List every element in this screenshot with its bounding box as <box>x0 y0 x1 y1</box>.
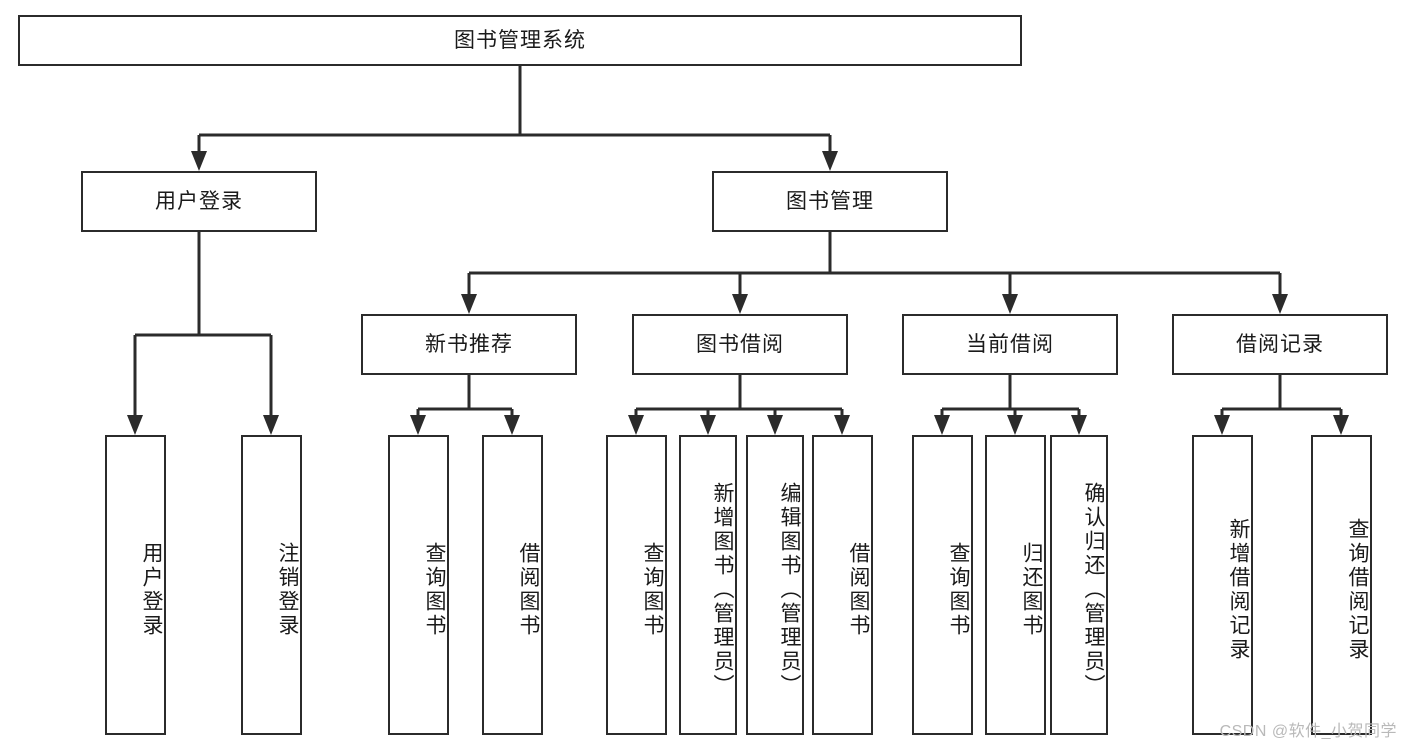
node-leaf-return-book[interactable]: 归还图书 <box>985 435 1046 735</box>
node-book-manage[interactable]: 图书管理 <box>712 171 948 232</box>
node-book-borrow[interactable]: 图书借阅 <box>632 314 848 375</box>
node-label: 查询图书 <box>423 542 446 638</box>
node-leaf-add-book[interactable]: 新增图书（管理员） <box>679 435 737 735</box>
node-leaf-confirm-return[interactable]: 确认归还（管理员） <box>1050 435 1108 735</box>
node-label: 图书管理系统 <box>454 28 586 52</box>
node-label: 编辑图书（管理员） <box>778 482 801 698</box>
node-leaf-query-book-1[interactable]: 查询图书 <box>388 435 449 735</box>
node-leaf-logout-login[interactable]: 注销登录 <box>241 435 302 735</box>
node-leaf-borrow-book-1[interactable]: 借阅图书 <box>482 435 543 735</box>
node-leaf-edit-book[interactable]: 编辑图书（管理员） <box>746 435 804 735</box>
node-leaf-add-borrow-record[interactable]: 新增借阅记录 <box>1192 435 1253 735</box>
node-label: 查询图书 <box>641 542 664 638</box>
node-root[interactable]: 图书管理系统 <box>18 15 1022 66</box>
node-label: 注销登录 <box>276 542 299 638</box>
watermark: CSDN @软件_小贺同学 <box>1219 723 1397 740</box>
node-label: 图书管理 <box>786 189 874 213</box>
node-new-book-recommend[interactable]: 新书推荐 <box>361 314 577 375</box>
node-borrow-record[interactable]: 借阅记录 <box>1172 314 1388 375</box>
node-user-login[interactable]: 用户登录 <box>81 171 317 232</box>
node-label: 确认归还（管理员） <box>1082 482 1105 698</box>
node-label: 当前借阅 <box>966 332 1054 356</box>
node-label: 新增借阅记录 <box>1227 518 1250 662</box>
node-leaf-user-login[interactable]: 用户登录 <box>105 435 166 735</box>
node-label: 借阅图书 <box>847 542 870 638</box>
node-leaf-query-book-2[interactable]: 查询图书 <box>606 435 667 735</box>
node-label: 图书借阅 <box>696 332 784 356</box>
node-label: 查询图书 <box>947 542 970 638</box>
node-label: 新书推荐 <box>425 332 513 356</box>
node-leaf-borrow-book-2[interactable]: 借阅图书 <box>812 435 873 735</box>
node-current-borrow[interactable]: 当前借阅 <box>902 314 1118 375</box>
node-label: 借阅图书 <box>517 542 540 638</box>
node-label: 查询借阅记录 <box>1346 518 1369 662</box>
node-label: 用户登录 <box>155 189 243 213</box>
node-label: 新增图书（管理员） <box>711 482 734 698</box>
node-label: 用户登录 <box>140 542 163 638</box>
node-leaf-query-borrow-record[interactable]: 查询借阅记录 <box>1311 435 1372 735</box>
node-leaf-query-book-3[interactable]: 查询图书 <box>912 435 973 735</box>
node-label: 借阅记录 <box>1236 332 1324 356</box>
node-label: 归还图书 <box>1020 542 1043 638</box>
